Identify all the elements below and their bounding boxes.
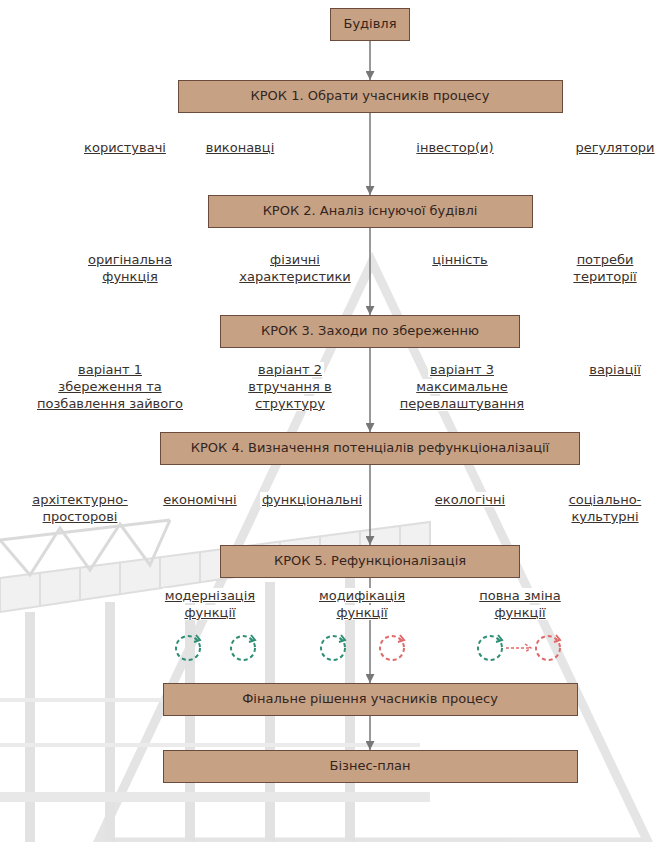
label-text: варіант 2 втручання в структуру: [246, 362, 333, 411]
process-box: КРОК 4. Визначення потенціалів рефункціо…: [160, 432, 580, 465]
box-text: Фінальне рішення учасників процесу: [174, 691, 567, 708]
process-box: КРОК 3. Заходи по збереженню: [220, 315, 520, 348]
process-box: КРОК 5. Рефункціоналізація: [220, 545, 520, 578]
cycle-circle: [321, 636, 345, 660]
label-text: соціально-культурні: [567, 492, 644, 524]
underlined-label: варіант 1 збереження та позбавлення зайв…: [35, 362, 185, 413]
flow-arrow: [369, 113, 371, 195]
floor-slab: [0, 792, 430, 802]
label-text: інвестор(и): [414, 140, 495, 155]
label-text: економічні: [161, 492, 238, 507]
process-box: Фінальне рішення учасників процесу: [163, 683, 578, 716]
box-text: КРОК 1. Обрати учасників процесу: [189, 88, 552, 105]
label-text: користувачі: [82, 140, 168, 155]
box-text: КРОК 4. Визначення потенціалів рефункціо…: [171, 440, 569, 457]
box-text: КРОК 5. Рефункціоналізація: [231, 553, 509, 570]
label-text: потреби території: [571, 252, 638, 284]
cycle-icon-green: [478, 635, 502, 660]
label-text: варіант 1 збереження та позбавлення зайв…: [35, 362, 185, 411]
process-box: КРОК 1. Обрати учасників процесу: [178, 80, 563, 113]
cycle-icon-red: [380, 635, 404, 660]
underlined-label: оригінальна функція: [75, 252, 185, 286]
label-text: екологічні: [433, 492, 507, 507]
building-sketch: [0, 262, 648, 842]
function-icons: [176, 635, 560, 660]
triangle-outline: [98, 262, 648, 842]
flow-arrow: [369, 228, 371, 315]
cycle-arrow: [339, 635, 345, 642]
underlined-label: варіант 2 втручання в структуру: [233, 362, 348, 413]
label-text: повна зміна функції: [477, 588, 563, 620]
label-text: функціональні: [260, 492, 364, 507]
cycle-arrow: [554, 635, 560, 642]
underlined-label: модернізація функції: [153, 588, 268, 622]
underlined-label: фізичні характеристики: [233, 252, 358, 286]
underlined-label: функціональні: [260, 492, 365, 509]
label-text: фізичні характеристики: [237, 252, 352, 284]
label-text: виконавці: [204, 140, 277, 155]
cycle-arrow: [398, 635, 404, 642]
cycle-arrow: [194, 635, 200, 642]
underlined-label: архітектурно-просторові: [23, 492, 138, 526]
label-text: архітектурно-просторові: [30, 492, 130, 524]
flow-arrow: [369, 465, 371, 545]
box-text: КРОК 3. Заходи по збереженню: [231, 323, 509, 340]
underlined-label: цінність: [415, 252, 505, 269]
label-text: оригінальна функція: [86, 252, 174, 284]
underlined-label: регулятори: [568, 140, 663, 157]
flow-arrow: [369, 348, 371, 432]
cycle-circle: [231, 636, 255, 660]
cycle-icon-red: [536, 635, 560, 660]
cycle-icon-green: [321, 635, 345, 660]
label-text: цінність: [430, 252, 489, 267]
cycle-circle: [380, 636, 404, 660]
box-text: Бізнес-план: [174, 758, 567, 775]
cycle-circle: [536, 636, 560, 660]
process-box: Будівля: [330, 8, 410, 41]
change-arrow: [506, 644, 531, 652]
flow-arrow: [369, 716, 371, 750]
cycle-arrow: [249, 635, 255, 642]
cycle-circle: [478, 636, 502, 660]
underlined-label: варіації: [575, 362, 655, 379]
process-box: КРОК 2. Аналіз існуючої будівлі: [208, 195, 533, 228]
underlined-label: соціально-культурні: [550, 492, 660, 526]
underlined-label: варіант 3 максимальне перевлаштування: [397, 362, 527, 413]
truss: [0, 520, 170, 575]
box-text: Будівля: [341, 16, 399, 33]
label-text: варіант 3 максимальне перевлаштування: [398, 362, 526, 411]
underlined-label: користувачі: [75, 140, 175, 157]
underlined-label: потреби території: [553, 252, 658, 286]
underlined-label: повна зміна функції: [470, 588, 570, 622]
underlined-label: екологічні: [425, 492, 515, 509]
flow-arrow: [369, 41, 371, 80]
box-text: КРОК 2. Аналіз існуючої будівлі: [219, 203, 522, 220]
cycle-icon-green: [231, 635, 255, 660]
underlined-label: виконавці: [195, 140, 285, 157]
cycle-arrow: [496, 635, 502, 642]
label-text: модернізація функції: [163, 588, 257, 620]
label-text: варіації: [587, 362, 643, 377]
label-text: регулятори: [573, 140, 656, 155]
label-text: модифікація функції: [317, 588, 407, 620]
cycle-icon-green: [176, 635, 200, 660]
underlined-label: модифікація функції: [307, 588, 417, 622]
underlined-label: інвестор(и): [405, 140, 505, 157]
underlined-label: економічні: [155, 492, 245, 509]
process-box: Бізнес-план: [163, 750, 578, 783]
cycle-circle: [176, 636, 200, 660]
